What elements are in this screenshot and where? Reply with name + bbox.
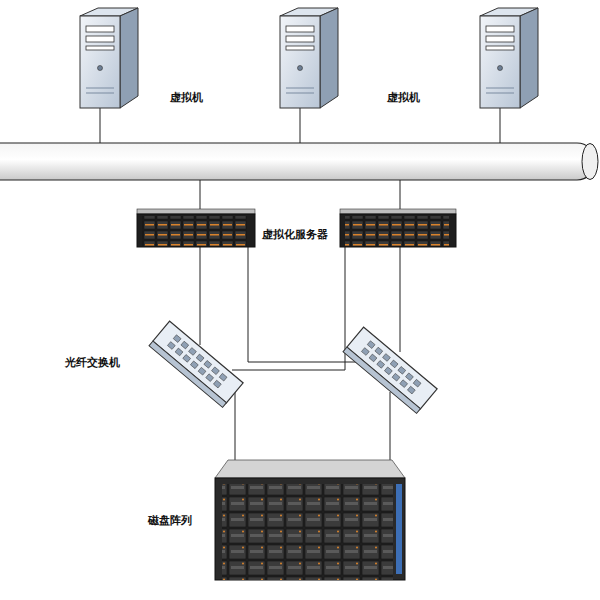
fibre-switch: [343, 327, 437, 413]
rack-server: [137, 209, 255, 247]
vm-label: 虚拟机: [170, 90, 203, 105]
vm-tower: [280, 8, 338, 108]
network-bus: [0, 143, 598, 180]
vm-tower: [480, 8, 538, 108]
fibre-switch: [149, 321, 243, 407]
server-label: 虚拟化服务器: [262, 227, 328, 242]
disk-array: [215, 460, 405, 580]
rack-server: [340, 209, 456, 247]
disk-array-label: 磁盘阵列: [148, 513, 192, 528]
vm-label: 虚拟机: [387, 90, 420, 105]
switch-label: 光纤交换机: [65, 355, 120, 370]
vm-tower: [80, 8, 138, 108]
